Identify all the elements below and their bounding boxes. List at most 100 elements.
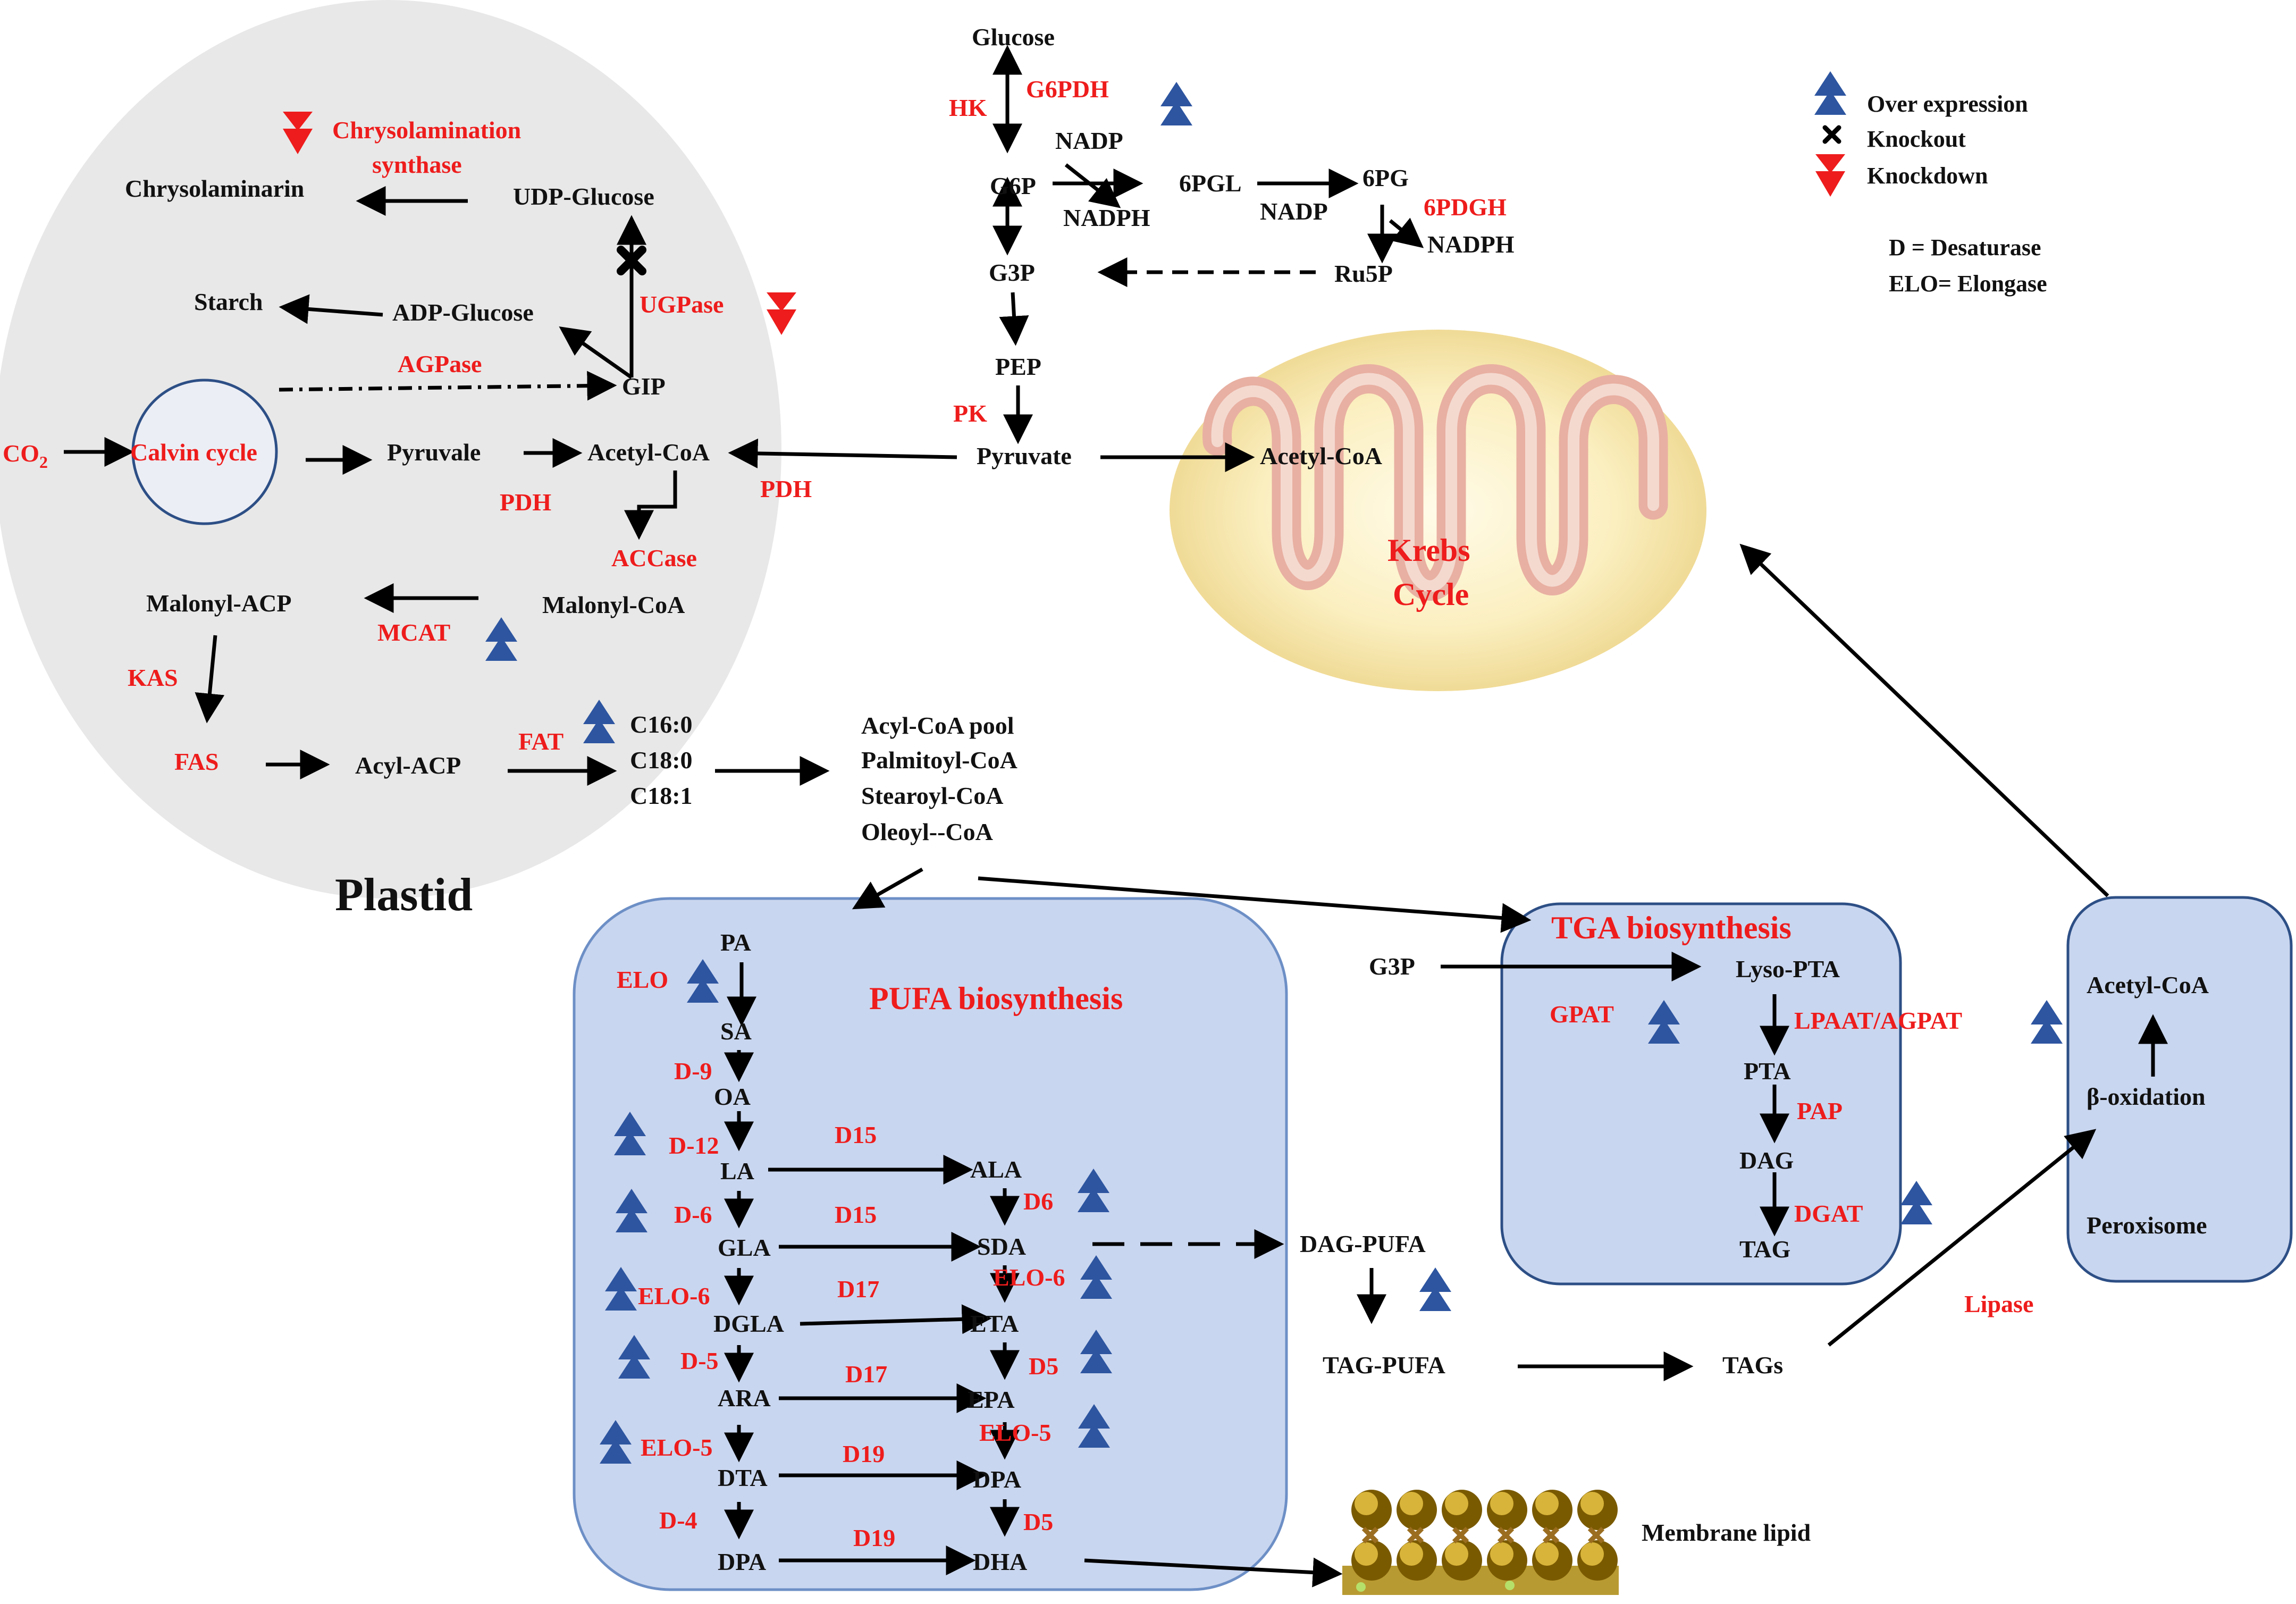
membrane-lipid-icon <box>1342 1490 1619 1595</box>
node-pyruvate-plastid: Pyruvale <box>387 439 481 466</box>
label-elo5-a: ELO-5 <box>641 1434 712 1461</box>
label-lpaat-agpat: LPAAT/AGPAT <box>1794 1007 1962 1034</box>
label-agpase: AGPase <box>398 350 482 377</box>
label-cycle: Cycle <box>1393 577 1469 612</box>
pufa-title: PUFA biosynthesis <box>869 981 1123 1016</box>
node-membrane-lipid: Membrane lipid <box>1642 1519 1811 1546</box>
node-pep: PEP <box>995 353 1041 380</box>
tga-labels: TGA biosynthesis Lyso-PTA GPAT LPAAT/AGP… <box>1550 910 1962 1263</box>
node-la: LA <box>720 1157 754 1185</box>
label-d6-a: D-6 <box>674 1201 712 1228</box>
label-fat: FAT <box>518 728 564 755</box>
node-pta: PTA <box>1744 1057 1791 1085</box>
node-malonyl-coa: Malonyl-CoA <box>542 591 685 618</box>
node-adp-glucose: ADP-Glucose <box>392 299 534 326</box>
label-elo6-b: ELO-6 <box>993 1264 1065 1291</box>
node-nadph-2: NADPH <box>1427 231 1515 258</box>
legend-knockdown: Knockdown <box>1867 163 1988 189</box>
plastid-compartment <box>0 0 781 898</box>
pufa-labels: PUFA biosynthesis PA ELO SA D-9 OA D-12 … <box>617 929 1123 1575</box>
node-ala: ALA <box>970 1156 1022 1183</box>
node-dpa-1: DPA <box>973 1466 1021 1493</box>
label-elo5-b: ELO-5 <box>979 1419 1051 1446</box>
node-tag-pufa: TAG-PUFA <box>1323 1351 1445 1379</box>
label-pdh-plastid: PDH <box>500 489 551 516</box>
node-dgla: DGLA <box>713 1310 784 1337</box>
label-pk: PK <box>953 400 987 427</box>
mitochondrion <box>1170 330 1706 691</box>
node-sda: SDA <box>977 1233 1026 1260</box>
label-chrysolamination: Chrysolamination <box>332 116 521 144</box>
label-d5-a: D-5 <box>680 1347 719 1374</box>
node-c18-0: C18:0 <box>630 746 693 774</box>
node-tag: TAG <box>1739 1236 1790 1263</box>
tag-path-labels: DAG-PUFA TAG-PUFA TAGs G3P Lipase Membra… <box>1300 953 2033 1546</box>
tga-title: TGA biosynthesis <box>1551 910 1792 945</box>
node-beta-oxidation: β-oxidation <box>2087 1083 2206 1110</box>
label-mcat: MCAT <box>377 619 450 646</box>
label-d15-a: D15 <box>835 1121 877 1148</box>
node-oa: OA <box>714 1083 751 1110</box>
label-lipase: Lipase <box>1964 1290 2033 1317</box>
node-dag-pufa: DAG-PUFA <box>1300 1230 1426 1257</box>
acyl-pool-line-3: Stearoyl-CoA <box>861 782 1003 809</box>
label-6pdgh: 6PDGH <box>1424 194 1507 221</box>
label-d19-b: D19 <box>853 1524 895 1551</box>
peroxisome-labels: Acetyl-CoA β-oxidation Peroxisome <box>2087 971 2209 1239</box>
node-c16-0: C16:0 <box>630 711 693 738</box>
node-calvin-cycle: Calvin cycle <box>130 439 257 466</box>
node-gla: GLA <box>718 1234 771 1261</box>
label-dgat: DGAT <box>1794 1200 1863 1227</box>
node-dta: DTA <box>718 1464 768 1491</box>
pathway-arrows <box>64 45 2168 1588</box>
node-starch: Starch <box>194 288 263 315</box>
label-d4: D-4 <box>659 1507 697 1534</box>
node-dpa-2: DPA <box>718 1548 766 1575</box>
label-krebs: Krebs <box>1387 533 1470 568</box>
node-nadp-1: NADP <box>1055 127 1123 154</box>
node-nadp-2: NADP <box>1260 198 1328 225</box>
node-eta: ETA <box>970 1310 1019 1337</box>
label-accase: ACCase <box>611 544 697 572</box>
acyl-pool-line-4: Oleoyl--CoA <box>861 818 993 845</box>
label-pdh: PDH <box>760 475 812 502</box>
label-d17-a: D17 <box>837 1275 879 1303</box>
node-6pgl: 6PGL <box>1179 170 1242 197</box>
node-nadph-1: NADPH <box>1063 204 1150 231</box>
legend-over-expression: Over expression <box>1867 91 2028 117</box>
label-d12: D-12 <box>669 1132 719 1159</box>
node-acetyl-coa-mito: Acetyl-CoA <box>1260 442 1382 469</box>
node-g3p-glycolysis: G3P <box>989 259 1035 286</box>
legend-knockout: Knockout <box>1867 126 1966 152</box>
node-dag: DAG <box>1739 1147 1794 1174</box>
node-lyso-pta: Lyso-PTA <box>1736 955 1840 982</box>
label-kas: KAS <box>128 664 178 691</box>
label-peroxisome: Peroxisome <box>2087 1212 2207 1239</box>
label-elo: ELO <box>617 966 668 993</box>
node-tags: TAGs <box>1722 1351 1783 1379</box>
node-g6p: G6P <box>990 172 1036 199</box>
node-co2: CO2 <box>3 440 48 472</box>
legend: Over expression Knockout Knockdown D = D… <box>1867 91 2047 297</box>
label-d5-c: D5 <box>1023 1508 1053 1535</box>
node-g3p-tga: G3P <box>1369 953 1415 980</box>
node-6pg: 6PG <box>1363 164 1409 191</box>
label-ugpase: UGPase <box>640 291 724 318</box>
acyl-pool-line-1: Acyl-CoA pool <box>861 712 1014 739</box>
tga-compartment <box>1500 902 1902 1286</box>
label-g6pdh: G6PDH <box>1026 75 1109 103</box>
legend-elongase: ELO= Elongase <box>1889 271 2047 297</box>
node-dha: DHA <box>973 1548 1027 1575</box>
acyl-coa-pool: Acyl-CoA pool Palmitoyl-CoA Stearoyl-CoA… <box>861 712 1017 845</box>
label-fas: FAS <box>174 748 219 775</box>
acyl-pool-line-2: Palmitoyl-CoA <box>861 746 1017 774</box>
plastid-title: Plastid <box>335 869 473 921</box>
label-hk: HK <box>949 94 987 121</box>
label-d5-b: D5 <box>1029 1353 1058 1380</box>
node-ru5p: Ru5P <box>1334 260 1393 287</box>
knockout-markers <box>617 125 1841 275</box>
glycolysis-labels: Glucose HK G6PDH NADP NADPH G6P 6PGL 6PG… <box>760 23 1515 612</box>
label-d17-b: D17 <box>845 1361 887 1388</box>
node-udp-glucose: UDP-Glucose <box>513 183 654 210</box>
